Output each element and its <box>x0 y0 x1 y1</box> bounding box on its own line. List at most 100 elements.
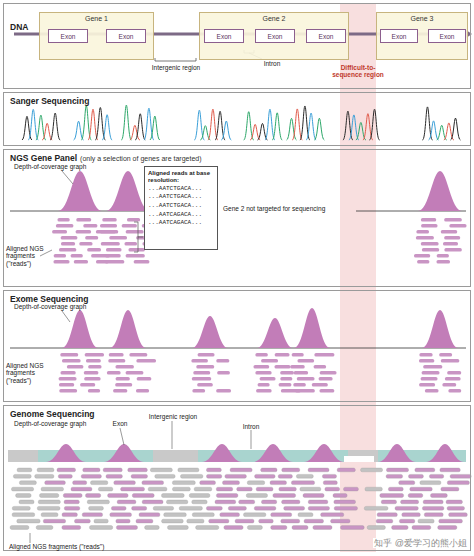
ngs-read <box>442 383 456 387</box>
ngs-read <box>12 487 34 491</box>
watermark: 知乎 @爱学习的熊小姐 <box>373 538 468 548</box>
ngs-read <box>80 383 95 387</box>
ngs-read <box>376 519 393 523</box>
ngs-read <box>421 218 436 222</box>
coverage-peak <box>422 310 458 348</box>
ngs-read <box>162 494 185 498</box>
coverage-peak <box>294 308 330 348</box>
ngs-read <box>106 248 122 252</box>
ngs-read <box>216 494 238 498</box>
ngs-read <box>431 494 448 498</box>
ngs-read <box>105 254 120 258</box>
chromatogram-peak <box>150 116 160 140</box>
read-sequence: ...AATCTGACA... <box>148 194 214 201</box>
ngs-read <box>192 389 205 393</box>
annotation-label: Depth-of-coverage graph <box>14 303 104 310</box>
ngs-read <box>115 383 132 387</box>
ngs-read <box>387 468 409 472</box>
ngs-read <box>88 365 101 369</box>
ngs-read <box>67 365 84 369</box>
ngs-read <box>73 481 87 485</box>
ngs-read <box>447 371 461 375</box>
ngs-read <box>193 371 210 375</box>
ngs-read <box>54 260 70 264</box>
method-panel: DNAGene 1ExonExonGene 2ExonExonExonGene … <box>3 3 471 89</box>
ngs-read <box>87 500 109 504</box>
exon-label: Exon <box>61 33 76 40</box>
ngs-read <box>126 230 144 234</box>
ngs-read <box>200 481 216 485</box>
leader-line <box>62 171 73 184</box>
ngs-read <box>399 519 414 523</box>
ngs-read <box>108 494 129 498</box>
ngs-read <box>399 481 415 485</box>
callout-bracket <box>134 222 143 252</box>
ngs-read <box>56 224 74 228</box>
ngs-read <box>121 487 145 491</box>
ngs-read <box>441 230 457 234</box>
chromatogram-peak <box>429 121 439 140</box>
leader-line <box>172 421 173 449</box>
ngs-read <box>278 474 292 478</box>
ngs-read <box>86 359 101 363</box>
ngs-read <box>153 506 173 510</box>
ngs-read <box>17 519 40 523</box>
leader-line <box>62 311 70 322</box>
ngs-read <box>83 224 97 228</box>
ngs-read <box>271 526 287 530</box>
chromatogram-peak <box>272 113 282 140</box>
coverage-peak <box>304 444 344 462</box>
exon-box: Exon <box>428 29 466 43</box>
ngs-read <box>314 365 327 369</box>
coverage-peak <box>46 444 86 462</box>
ngs-read <box>196 365 214 369</box>
ngs-read <box>421 377 438 381</box>
ngs-read <box>84 377 100 381</box>
chromatogram-peak <box>88 109 98 140</box>
ngs-read <box>247 481 264 485</box>
exon-label: Exon <box>319 33 334 40</box>
ngs-read <box>293 383 306 387</box>
exon-box: Exon <box>255 29 295 43</box>
ngs-read <box>79 242 92 246</box>
ngs-read <box>415 468 435 472</box>
ngs-read <box>103 468 122 472</box>
ngs-read <box>58 218 70 222</box>
chromatogram-peak <box>121 105 131 140</box>
ngs-read <box>314 353 334 357</box>
ngs-read <box>295 389 315 393</box>
ngs-read <box>261 468 277 472</box>
ngs-read <box>448 389 461 393</box>
ngs-read <box>139 513 160 517</box>
ngs-read <box>228 506 246 510</box>
ngs-read <box>320 389 335 393</box>
ngs-read <box>275 353 290 357</box>
ngs-read <box>419 359 434 363</box>
ngs-read <box>125 242 138 246</box>
ngs-read <box>296 474 313 478</box>
ngs-read <box>319 377 333 381</box>
ngs-read <box>416 230 429 234</box>
ngs-read <box>19 481 36 485</box>
ngs-read <box>109 353 124 357</box>
ngs-read <box>12 513 35 517</box>
ngs-read <box>61 242 75 246</box>
ngs-read <box>87 248 101 252</box>
ngs-read <box>38 500 60 504</box>
read-sequence: ...AATCAGACA... <box>148 220 214 227</box>
annotation-label: Depth-of-coverage graph <box>14 163 104 170</box>
chromatogram-peak <box>50 113 60 140</box>
ngs-read <box>107 371 121 375</box>
ngs-read <box>167 500 188 504</box>
coverage-dip <box>344 456 374 462</box>
chromatogram-peak <box>292 109 302 140</box>
ngs-read <box>225 474 247 478</box>
ngs-read <box>142 481 164 485</box>
exon-box: Exon <box>380 29 418 43</box>
ngs-read <box>230 468 252 472</box>
panel-title-row: Genome Sequencing <box>10 409 95 419</box>
ngs-read <box>275 365 291 369</box>
ngs-read <box>207 468 222 472</box>
ngs-read <box>89 506 104 510</box>
ngs-read <box>162 519 184 523</box>
